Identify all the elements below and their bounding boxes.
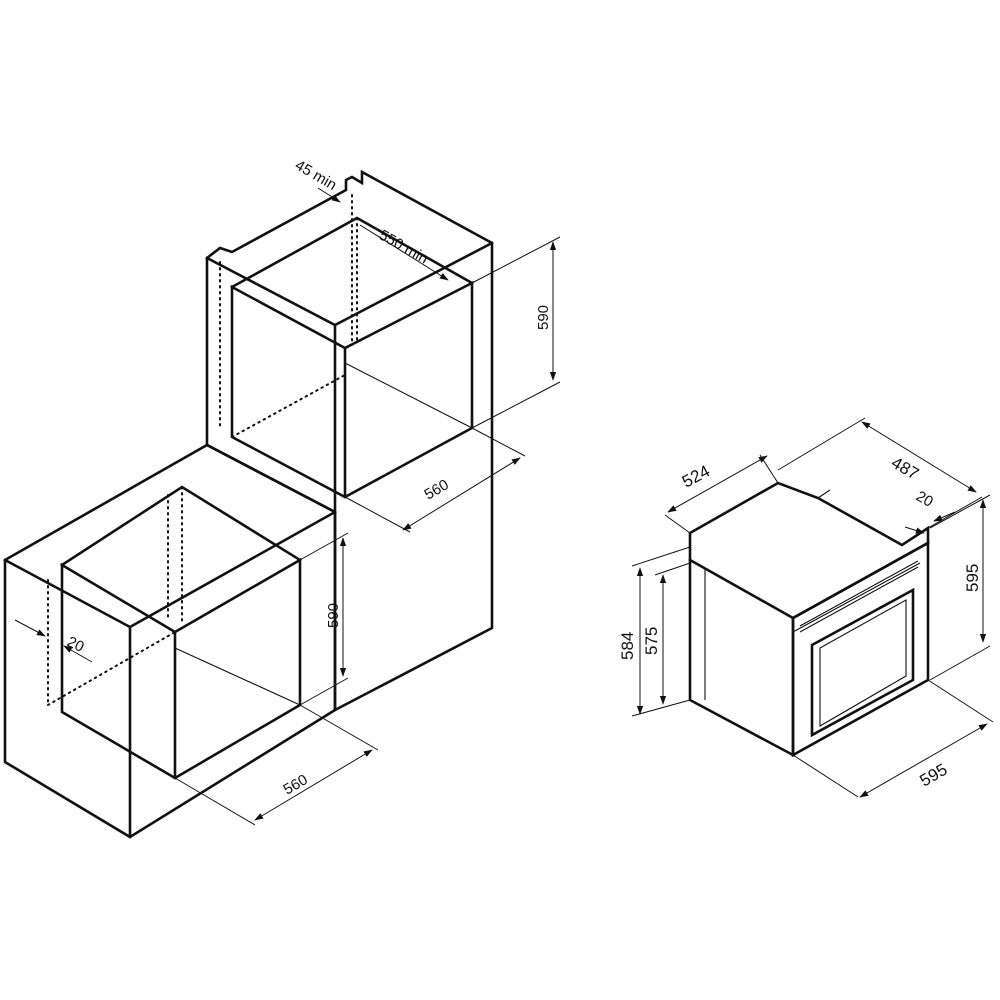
label-lower-gap: 20 xyxy=(64,633,86,656)
gap-arrow-right xyxy=(63,645,93,663)
lower-hidden-lines xyxy=(47,486,183,706)
label-oven-door-offset: 20 xyxy=(913,488,936,511)
lower-width-line xyxy=(254,749,373,821)
clearance-arrow xyxy=(317,187,341,203)
oven-door-window-inner xyxy=(819,599,907,727)
oven-20-arrow-right xyxy=(933,511,956,522)
oven-595w-ext-left xyxy=(792,754,859,798)
oven-top-face xyxy=(688,481,930,620)
oven-595-width-line xyxy=(859,723,988,798)
label-oven-depth-side: 487 xyxy=(888,453,922,484)
upper-width-line xyxy=(402,457,521,531)
oven-487-ext-top xyxy=(777,417,866,471)
label-upper-width: 560 xyxy=(422,476,452,503)
lower-niche-floor-back xyxy=(174,647,301,706)
label-oven-height-body: 584 xyxy=(618,632,637,660)
oven-door-window xyxy=(810,587,915,738)
oven-20-arrow-left xyxy=(904,526,925,534)
lower-dimensions xyxy=(14,532,379,826)
label-upper-height: 590 xyxy=(535,305,552,330)
lower-cabinet-outline xyxy=(3,443,337,839)
oven-584-ext-bottom xyxy=(631,699,691,717)
width-ext-right xyxy=(471,427,526,457)
upper-dimensions xyxy=(317,187,561,533)
oven-handle xyxy=(799,560,919,633)
oven-595h-ext-bottom xyxy=(929,645,991,681)
upper-niche-floor-back xyxy=(344,362,473,429)
height-ext-bottom xyxy=(471,381,561,429)
oven-top-cutout xyxy=(777,482,831,499)
lower-height-ext-top xyxy=(299,532,349,561)
label-lower-width: 560 xyxy=(281,771,311,798)
lower-cabinet-front-edge xyxy=(3,558,132,839)
upper-niche-top-back xyxy=(230,216,474,289)
depth-arrow xyxy=(359,224,449,281)
label-oven-depth-top: 524 xyxy=(679,461,713,491)
label-lower-height: 590 xyxy=(325,603,342,628)
label-upper-clearance: 45 min xyxy=(292,157,339,194)
lower-cabinet-top-front xyxy=(128,510,337,629)
label-oven-height-inner: 575 xyxy=(642,627,661,655)
label-upper-depth: 550 min xyxy=(376,227,431,268)
oven-524-line xyxy=(667,455,768,513)
oven-595h-ext-top xyxy=(929,494,991,529)
oven-584-ext-top xyxy=(631,546,691,567)
oven-524-ext-left xyxy=(664,514,691,534)
oven-dimensions xyxy=(631,417,994,798)
upper-cabinet xyxy=(205,169,494,713)
label-oven-width: 595 xyxy=(917,760,951,791)
gap-arrow-left xyxy=(14,619,46,637)
upper-hidden-lines xyxy=(219,194,358,438)
oven-595w-ext-right xyxy=(927,679,994,723)
lower-height-ext-bottom xyxy=(299,677,349,706)
label-oven-height-total: 595 xyxy=(963,564,982,592)
lower-width-ext-right xyxy=(299,704,379,751)
lower-cabinet xyxy=(3,443,337,839)
oven xyxy=(688,481,930,758)
oven-524-ext-right xyxy=(759,454,779,484)
lower-width-ext-left xyxy=(174,777,256,826)
width-ext-left xyxy=(344,496,411,533)
oven-575-ext-top xyxy=(654,562,691,576)
oven-487-line xyxy=(861,421,977,493)
lower-niche-opening xyxy=(60,557,302,780)
upper-cabinet-front-frame xyxy=(205,241,494,327)
oven-control-strip xyxy=(792,562,921,633)
height-ext-top xyxy=(471,236,561,284)
